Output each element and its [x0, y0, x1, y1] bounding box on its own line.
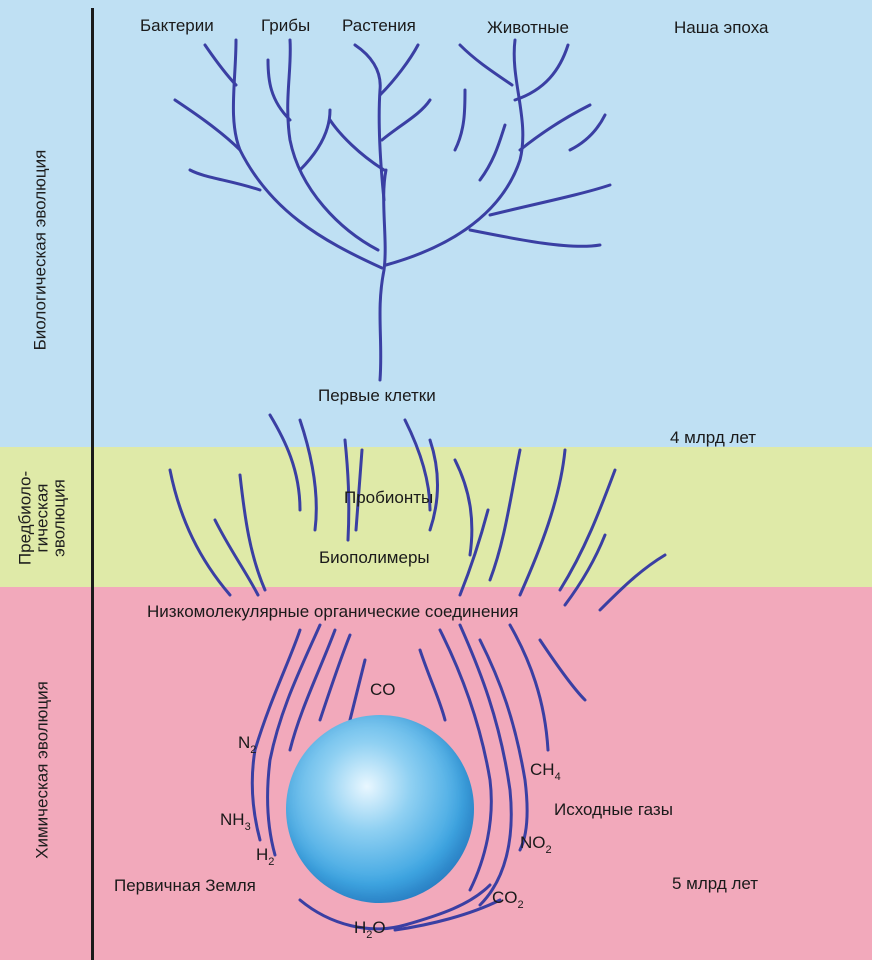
plants-label: Растения [342, 16, 416, 36]
animals-branch [386, 40, 523, 265]
biopolymers-label: Биополимеры [319, 548, 430, 568]
primary-earth-label: Первичная Земля [114, 876, 256, 896]
h2-label: H2 [256, 845, 274, 865]
co-label: CO [370, 680, 396, 700]
animals-label: Животные [487, 18, 569, 38]
no2-label: NO2 [520, 833, 552, 853]
first-cells-label: Первые клетки [318, 386, 436, 406]
probionts-label: Пробионты [344, 488, 433, 508]
four-billion-years-label: 4 млрд лет [670, 428, 756, 448]
initial-gases-label: Исходные газы [554, 800, 673, 820]
fungi-label: Грибы [261, 16, 310, 36]
n2-label: N2 [238, 733, 256, 753]
five-billion-years-label: 5 млрд лет [672, 874, 758, 894]
bacteria-label: Бактерии [140, 16, 214, 36]
nh3-label: NH3 [220, 810, 251, 830]
co2-label: CO2 [492, 888, 524, 908]
trunk-line [380, 170, 386, 380]
h2o-label: H2O [354, 918, 386, 938]
ch4-label: CH4 [530, 760, 561, 780]
fungi-branch [288, 40, 378, 250]
present-epoch-label: Наша эпоха [674, 18, 768, 38]
primary-earth-sphere [286, 715, 474, 903]
plants-branch [355, 45, 384, 200]
low-molecular-compounds-label: Низкомолекулярные органические соединени… [147, 602, 519, 622]
